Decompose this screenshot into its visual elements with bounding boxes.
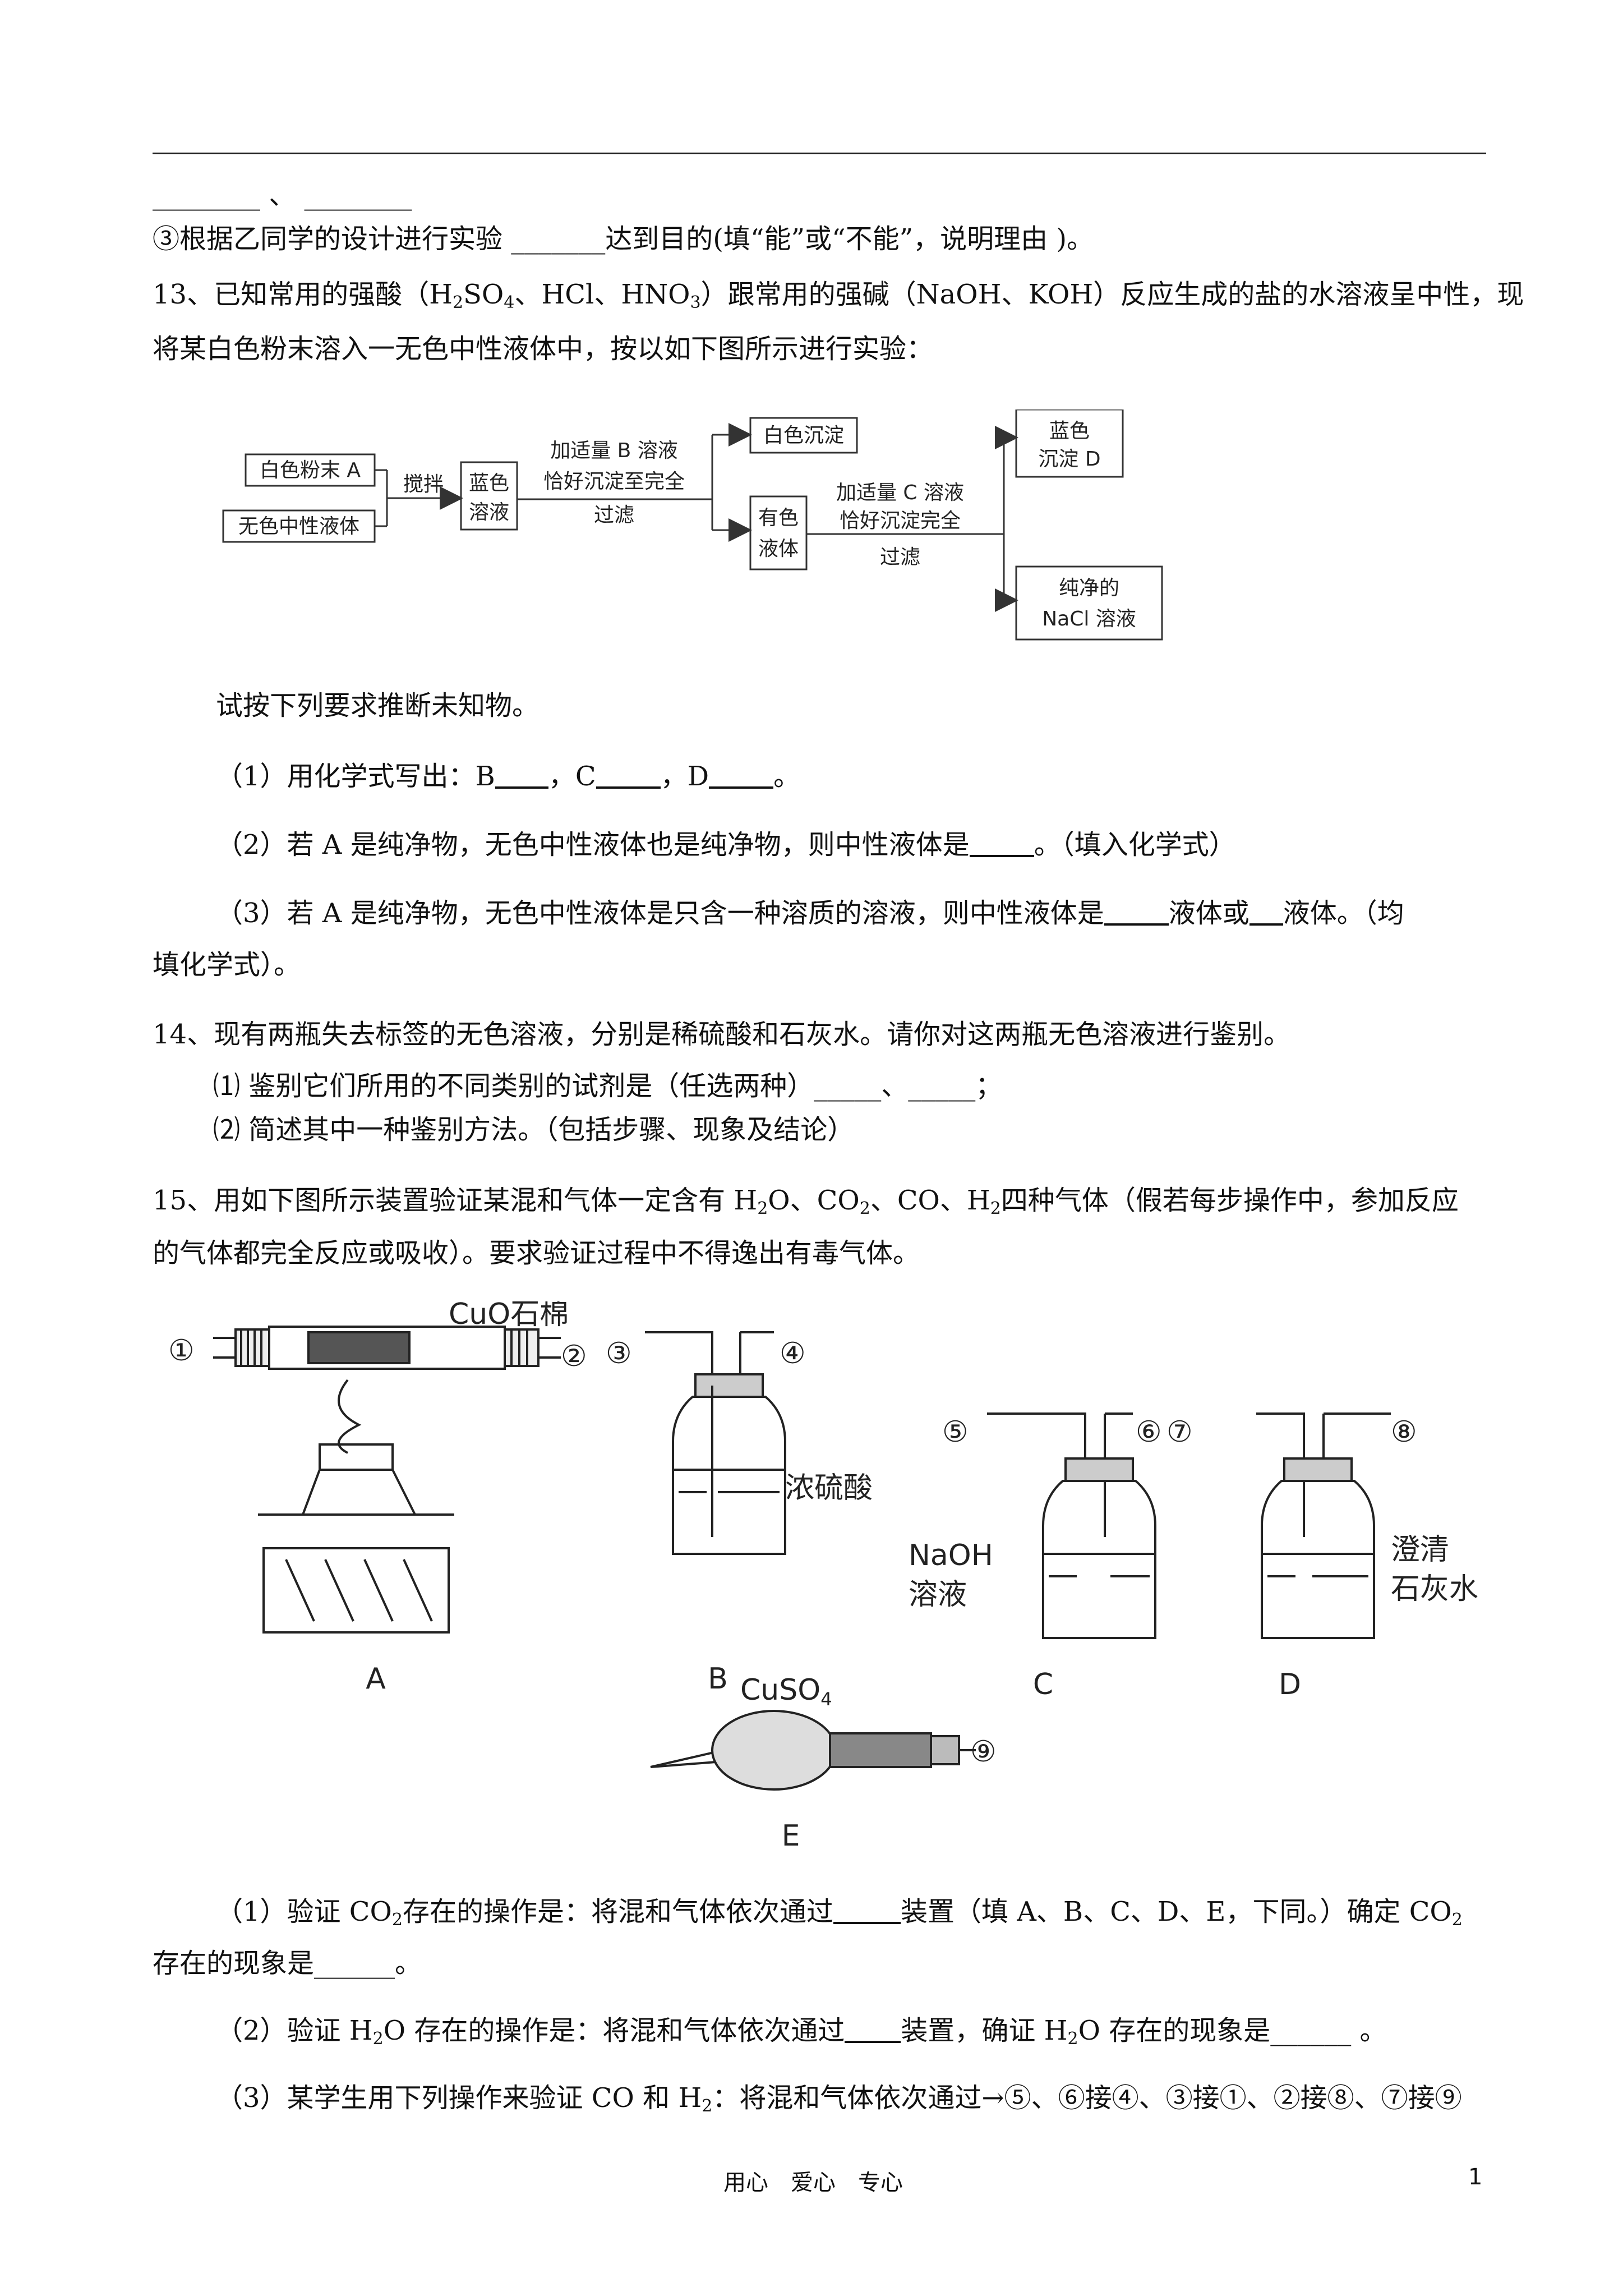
label-a: A: [366, 1662, 386, 1696]
port-1: ①: [168, 1334, 195, 1368]
question-14: 14、现有两瓶失去标签的无色溶液，分别是稀硫酸和石灰水。请你对这两瓶无色溶液进行…: [153, 1019, 1291, 1050]
question-12-3: ③根据乙同学的设计进行实验 _______达到目的(填“能”或“不能”，说明理由…: [153, 223, 1094, 255]
label-cuso4: CuSO4: [740, 1673, 832, 1710]
label-add-b-3: 过滤: [594, 504, 634, 527]
label-colored-2: 液体: [758, 537, 799, 560]
answer-blanks-line: ________ 、 ________: [153, 180, 412, 211]
label-blue-ppt-2: 沉淀 D: [1038, 448, 1100, 471]
box-white-precipitate: [749, 417, 858, 454]
box-blue-precipitate-d: [1015, 409, 1124, 478]
label-d: D: [1279, 1668, 1301, 1701]
question-14-part1: ⑴ 鉴别它们所用的不同类别的试剂是（任选两种）_____、_____；: [213, 1070, 1003, 1102]
port-4: ④: [780, 1337, 806, 1370]
label-white-precipitate: 白色沉淀: [763, 424, 844, 447]
question-13-part3: （3）若 A 是纯净物，无色中性液体是只含一种溶质的溶液，则中性液体是液体或液体…: [216, 898, 1404, 929]
label-naoh-solution: 溶液: [909, 1578, 967, 1612]
label-lime-water: 石灰水: [1391, 1572, 1478, 1606]
blank-h2o-apparatus[interactable]: [845, 2016, 901, 2043]
apparatus-a: [213, 1326, 561, 1634]
label-e: E: [782, 1819, 800, 1853]
port-3: ③: [606, 1337, 632, 1370]
question-13-part1: （1）用化学式写出：B，C，D。: [216, 761, 801, 792]
port-9: ⑨: [970, 1735, 997, 1769]
label-blue-solution-2: 溶液: [469, 501, 509, 524]
question-13-try: 试按下列要求推断未知物。: [216, 690, 540, 721]
blank-b[interactable]: [495, 762, 548, 789]
apparatus-b: [645, 1331, 786, 1555]
label-naoh: NaOH: [909, 1539, 993, 1572]
header-rule: [153, 153, 1486, 154]
blank-d[interactable]: [709, 762, 774, 789]
port-2: ②: [561, 1340, 587, 1373]
question-15-part1-cont: 存在的现象是______。: [153, 1948, 422, 1979]
label-conc-sulfuric-acid: 浓硫酸: [785, 1471, 873, 1505]
label-add-c-3: 过滤: [880, 546, 920, 569]
apparatus-diagram: CuO石棉 ① ② ③ ④ 浓硫酸 ⑤ ⑥ ⑦ ⑧ NaOH 溶液 澄清 石灰水…: [168, 1301, 1478, 1853]
question-15-part3: （3）某学生用下列操作来验证 CO 和 H2：将混和气体依次通过→⑤、⑥接④、③…: [216, 2082, 1462, 2116]
box-colored-liquid: [749, 495, 808, 570]
port-8: ⑧: [1391, 1415, 1417, 1449]
apparatus-c: [987, 1412, 1156, 1639]
label-c: C: [1033, 1668, 1053, 1701]
port-5: ⑤: [942, 1415, 969, 1449]
label-add-b-1: 加适量 B 溶液: [550, 439, 678, 462]
box-blue-solution: [460, 461, 518, 531]
label-add-c-2: 恰好沉淀完全: [840, 509, 961, 532]
blank-c[interactable]: [596, 762, 661, 789]
label-clear: 澄清: [1391, 1533, 1449, 1567]
blank-neutral-liquid[interactable]: [969, 830, 1034, 857]
question-15-part1: （1）验证 CO2存在的操作是：将混和气体依次通过装置（填 A、B、C、D、E，…: [216, 1896, 1463, 1930]
question-14-part2: ⑵ 简述其中一种鉴别方法。（包括步骤、现象及结论）: [213, 1114, 855, 1145]
label-nacl-2: NaCl 溶液: [1042, 608, 1136, 631]
label-blue-solution-1: 蓝色: [469, 472, 509, 495]
box-nacl-solution: [1015, 565, 1163, 641]
label-cuo: CuO石棉: [449, 1301, 569, 1331]
apparatus-d: [1256, 1412, 1391, 1639]
label-nacl-1: 纯净的: [1059, 577, 1119, 600]
port-6: ⑥: [1136, 1415, 1162, 1449]
question-13-part2: （2）若 A 是纯净物，无色中性液体也是纯净物，则中性液体是。（填入化学式）: [216, 829, 1236, 861]
label-b: B: [708, 1662, 728, 1696]
page-number: 1: [1468, 2164, 1483, 2190]
question-15-part2: （2）验证 H2O 存在的操作是：将混和气体依次通过装置，确证 H2O 存在的现…: [216, 2015, 1387, 2049]
blank-liquid-1[interactable]: [1104, 899, 1169, 926]
question-15-line1: 15、用如下图所示装置验证某混和气体一定含有 H2O、CO2、CO、H2四种气体…: [153, 1185, 1459, 1218]
port-7: ⑦: [1166, 1415, 1193, 1449]
label-stir: 搅拌: [403, 473, 444, 496]
label-neutral-liquid: 无色中性液体: [238, 515, 359, 538]
label-colored-1: 有色: [758, 507, 799, 530]
question-13-part3-cont: 填化学式）。: [153, 949, 301, 981]
question-13-line2: 将某白色粉末溶入一无色中性液体中，按以如下图所示进行实验：: [153, 333, 934, 365]
question-15-line2: 的气体都完全反应或吸收）。要求验证过程中不得逸出有毒气体。: [153, 1237, 920, 1269]
footer-motto: 用心 爱心 专心: [723, 2170, 903, 2196]
label-powder-a: 白色粉末 A: [260, 459, 361, 482]
apparatus-e: [650, 1710, 976, 1791]
flowchart-diagram: 白色粉末 A 无色中性液体 搅拌 蓝色 溶液 加适量 B 溶液 恰好沉淀至完全 …: [222, 409, 1163, 641]
question-13-line1: 13、已知常用的强酸（H2SO4、HCl、HNO3）跟常用的强碱（NaOH、KO…: [153, 279, 1524, 312]
label-blue-ppt-1: 蓝色: [1049, 420, 1090, 443]
label-add-c-1: 加适量 C 溶液: [836, 481, 964, 504]
blank-liquid-2[interactable]: [1249, 899, 1283, 926]
blank-co2-apparatus[interactable]: [833, 1897, 901, 1924]
label-add-b-2: 恰好沉淀至完全: [543, 470, 685, 493]
